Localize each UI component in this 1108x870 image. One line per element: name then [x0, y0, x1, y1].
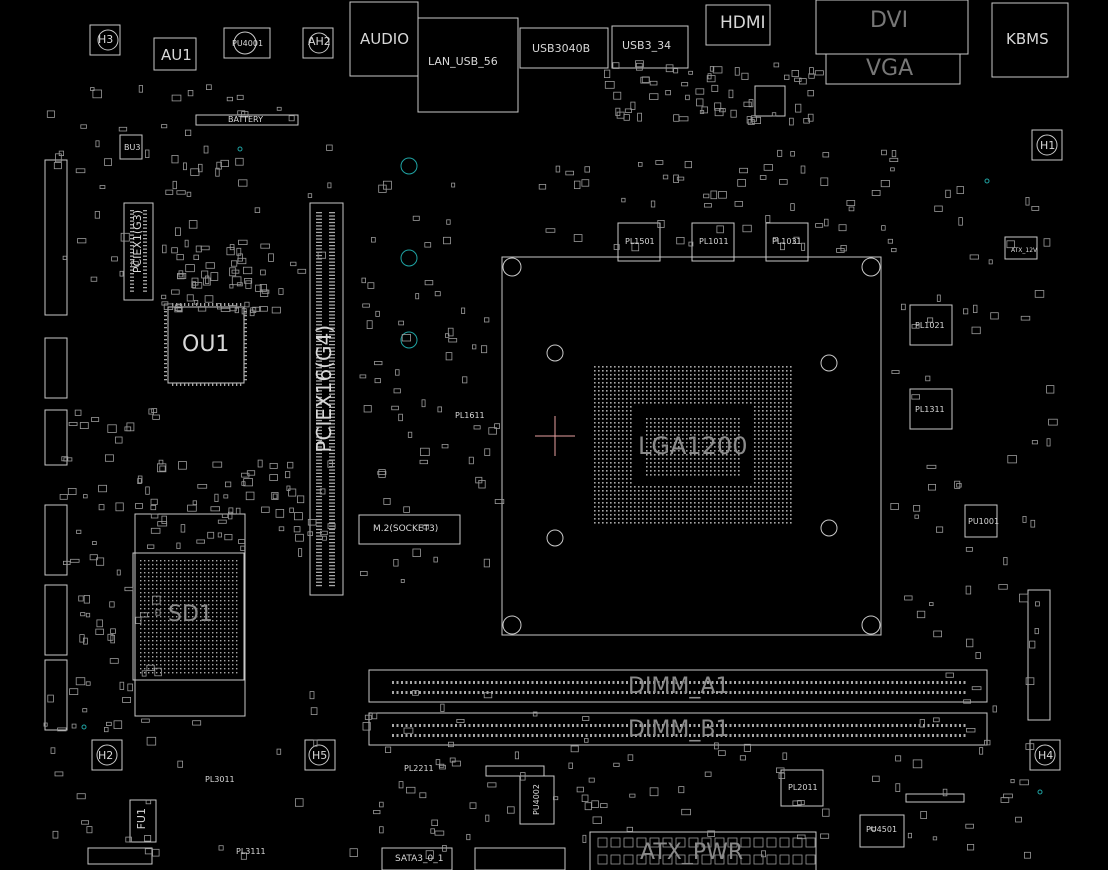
m2-outline — [358, 514, 461, 545]
sd1-label: SD1 — [168, 602, 213, 627]
usb3040b-label: USB3040B — [532, 42, 591, 55]
pl3011-label: PL3011 — [205, 775, 235, 784]
sata-label: SATA3_0_1 — [395, 854, 444, 864]
atx-pwr-label: ATX_PWR — [640, 840, 744, 865]
pl1501-label: PL1501 — [625, 237, 655, 246]
vga-label: VGA — [866, 56, 914, 81]
pl1031-label: PL1031 — [772, 237, 802, 246]
pl2211-label: PL2211 — [404, 764, 434, 773]
usb3-34-label: USB3_34 — [622, 39, 672, 52]
dimm-b1-label: DIMM_B1 — [628, 717, 730, 742]
pu1001-label: PU1001 — [968, 517, 1000, 526]
pu4001-label: PU4001 — [232, 39, 264, 48]
au1-label: AU1 — [161, 46, 192, 64]
h2-label: H2 — [98, 749, 114, 762]
pl1311-label: PL1311 — [915, 405, 945, 414]
pu4002-label: PU4002 — [532, 784, 541, 816]
pu4501-label: PU4501 — [866, 825, 898, 834]
hdmi-label: HDMI — [720, 13, 766, 33]
pciex1-label: PCIEX1(G3) — [131, 210, 144, 274]
kbms-label: KBMS — [1006, 30, 1049, 48]
dimm-b1-outline — [368, 712, 988, 746]
pl1011-label: PL1011 — [699, 237, 729, 246]
atx12v-label: ATX_12V — [1011, 247, 1038, 254]
pl1611-label: PL1611 — [455, 411, 485, 420]
audio-label: AUDIO — [360, 30, 410, 48]
h5-label: H5 — [312, 749, 328, 762]
battery-label: BATTERY — [228, 115, 263, 124]
pciex16-outline — [309, 202, 344, 596]
ah2-label: AH2 — [308, 35, 331, 48]
pl3111-label: PL3111 — [236, 847, 266, 856]
pl2011-label: PL2011 — [788, 783, 818, 792]
h4-label: H4 — [1038, 749, 1054, 762]
pciex16-label: PCIEX16(G4) — [312, 325, 336, 453]
pciex1-outline — [123, 202, 154, 301]
lan-usb-label: LAN_USB_56 — [428, 55, 498, 68]
dvi-label: DVI — [870, 8, 909, 33]
ou1-label: OU1 — [182, 332, 230, 357]
pl1021-label: PL1021 — [915, 321, 945, 330]
dimm-a1-outline — [368, 669, 988, 703]
dimm-a1-label: DIMM_A1 — [628, 674, 730, 699]
bu3-label: BU3 — [124, 143, 141, 152]
h1-label: H1 — [1040, 139, 1056, 152]
m2-label: M.2(SOCKET3) — [373, 524, 439, 534]
fu1-label: FU1 — [135, 808, 148, 830]
sd1-outline — [134, 513, 246, 717]
lga-label: LGA1200 — [638, 432, 748, 460]
h3-label: H3 — [98, 33, 114, 46]
